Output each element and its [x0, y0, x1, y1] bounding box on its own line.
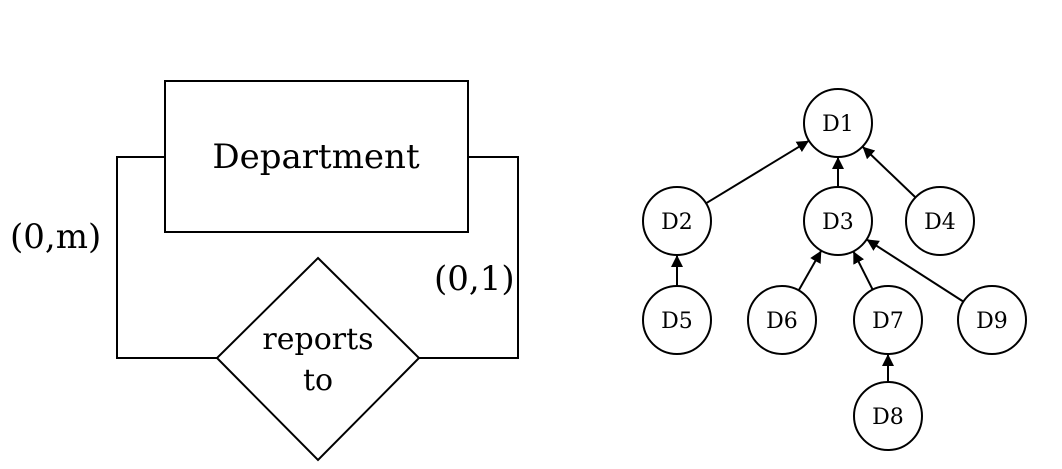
- tree-edge-d6-to-d3: [797, 250, 823, 291]
- tree-edge-d7-to-d3: [852, 250, 874, 291]
- tree-node-d8: D8: [853, 381, 923, 451]
- tree-node-circle-d8: [853, 381, 923, 451]
- tree-edge-d9-to-d3: [866, 238, 964, 303]
- tree-node-d7: D7: [853, 285, 923, 355]
- tree-node-d2: D2: [642, 186, 712, 256]
- tree-node-circle-d5: [642, 285, 712, 355]
- tree-edge-d2-to-d1: [705, 139, 810, 205]
- relationship-reports-to-diamond: [215, 256, 421, 462]
- tree-node-circle-d7: [853, 285, 923, 355]
- tree-node-label-d8: D8: [872, 405, 904, 430]
- entity-department-label: Department: [212, 137, 420, 177]
- tree-node-circle-d9: [957, 285, 1027, 355]
- relationship-label-line2: to: [303, 363, 333, 398]
- tree-node-label-d3: D3: [822, 210, 854, 235]
- tree-node-label-d6: D6: [766, 309, 798, 334]
- tree-node-circle-d2: [642, 186, 712, 256]
- tree-node-d5: D5: [642, 285, 712, 355]
- cardinality-left: (0,m): [10, 217, 101, 257]
- tree-node-circle-d1: [803, 88, 873, 158]
- tree-node-circle-d3: [803, 186, 873, 256]
- tree-node-label-d7: D7: [872, 309, 904, 334]
- er-link-right: [419, 156, 519, 359]
- er-link-left: [116, 156, 217, 359]
- relationship-label-line1: reports: [262, 322, 373, 357]
- tree-node-label-d5: D5: [661, 309, 693, 334]
- tree-node-d3: D3: [803, 186, 873, 256]
- tree-node-label-d2: D2: [661, 210, 693, 235]
- entity-department-box: [164, 80, 469, 233]
- tree-node-d1: D1: [803, 88, 873, 158]
- tree-edge-d4-to-d1: [861, 145, 917, 199]
- tree-node-label-d4: D4: [924, 210, 956, 235]
- tree-node-label-d1: D1: [822, 112, 854, 137]
- er-diagram: Department reports to (0,m) (0,1): [10, 80, 519, 462]
- tree-node-d6: D6: [747, 285, 817, 355]
- tree-edges: [671, 139, 964, 382]
- tree-node-d4: D4: [905, 186, 975, 256]
- tree-node-d9: D9: [957, 285, 1027, 355]
- tree-node-circle-d6: [747, 285, 817, 355]
- tree-node-label-d9: D9: [976, 309, 1008, 334]
- tree-node-circle-d4: [905, 186, 975, 256]
- cardinality-right: (0,1): [434, 259, 515, 299]
